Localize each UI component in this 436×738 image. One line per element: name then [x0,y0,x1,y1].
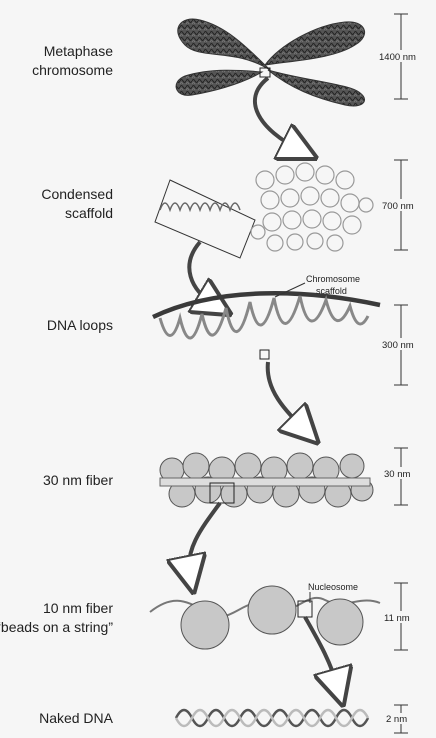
label-metaphase-line2: chromosome [32,62,113,78]
label-10nm-line1: 10 nm fiber [43,600,113,616]
condensed-scaffold-drawing [155,163,373,258]
measure-11nm: 11 nm [384,613,410,624]
arrow-3 [268,362,305,430]
measure-2nm: 2 nm [386,714,407,725]
dna-loops-drawing: Chromosome scaffold [153,274,380,359]
measure-700nm: 700 nm [382,201,414,212]
callout-chromosome-line1: Chromosome [306,274,360,284]
callout-nucleosome: Nucleosome [308,582,358,592]
10nm-fiber-drawing: Nucleosome [150,582,380,649]
label-10nm-line2: “beads on a string” [0,619,113,635]
measure-300nm: 300 nm [382,340,414,351]
30nm-fiber-drawing [160,453,373,507]
label-dna-loops: DNA loops [47,317,113,333]
label-naked-dna: Naked DNA [39,710,114,726]
measure-1400nm: 1400 nm [379,52,416,63]
naked-dna-drawing [176,710,368,726]
label-condensed-line2: scaffold [65,205,113,221]
label-metaphase-line1: Metaphase [44,43,113,59]
label-30nm-fiber: 30 nm fiber [43,472,113,488]
measurement-labels: 1400 nm 700 nm 300 nm 30 nm 11 nm 2 nm [376,50,426,725]
stage-labels: Metaphase chromosome Condensed scaffold … [0,43,114,726]
arrow-4 [189,503,220,575]
measure-30nm: 30 nm [384,469,410,480]
arrow-1 [255,78,300,150]
callout-chromosome-line2: scaffold [316,286,347,296]
label-condensed-line1: Condensed [41,186,113,202]
measurement-bars [394,14,408,733]
metaphase-chromosome-drawing [176,19,365,106]
arrow-2 [189,242,215,305]
